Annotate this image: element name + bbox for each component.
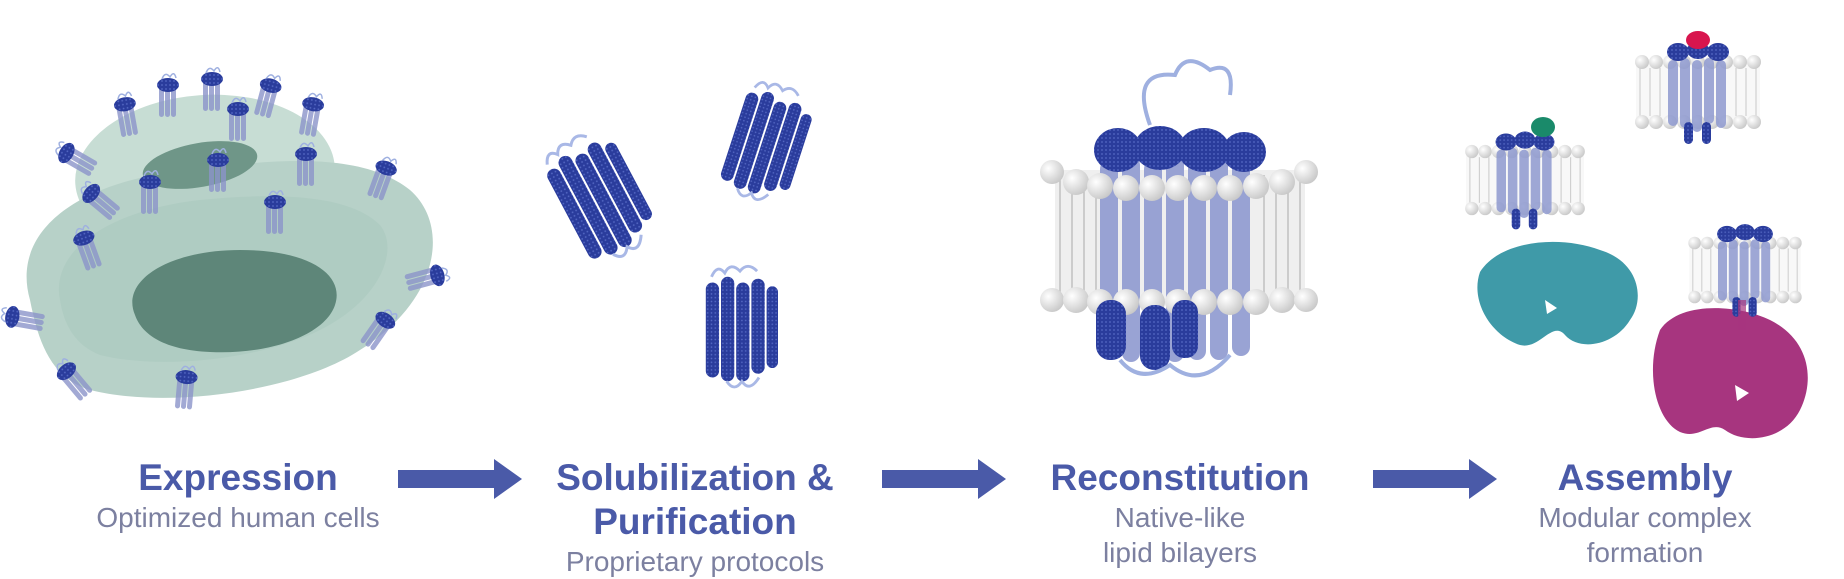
solubilization-illustration bbox=[535, 74, 821, 389]
stage-assembly: Assembly Modular complex formation bbox=[1505, 456, 1785, 570]
stage-solubilization: Solubilization & Purification Proprietar… bbox=[530, 456, 860, 579]
stage-title: Assembly bbox=[1557, 457, 1733, 498]
expression-illustration bbox=[0, 66, 452, 411]
stage-subtitle: Native-like lipid bilayers bbox=[1102, 502, 1258, 568]
arrow-right-icon bbox=[398, 459, 522, 499]
arrow-right-icon bbox=[882, 459, 1006, 499]
stage-title: Expression bbox=[138, 457, 338, 498]
assembly-illustration bbox=[1464, 31, 1808, 439]
arrow-right-icon bbox=[1373, 459, 1497, 499]
stage-reconstitution: Reconstitution Native-like lipid bilayer… bbox=[1030, 456, 1330, 570]
stage-subtitle: Optimized human cells bbox=[96, 502, 380, 533]
arrows bbox=[398, 459, 1497, 499]
stage-subtitle: Modular complex formation bbox=[1538, 502, 1752, 568]
stage-title: Solubilization & Purification bbox=[556, 457, 834, 542]
reconstitution-illustration bbox=[1040, 59, 1318, 378]
stage-expression: Expression Optimized human cells bbox=[88, 456, 388, 535]
stage-title: Reconstitution bbox=[1050, 457, 1310, 498]
stage-subtitle: Proprietary protocols bbox=[565, 546, 825, 577]
